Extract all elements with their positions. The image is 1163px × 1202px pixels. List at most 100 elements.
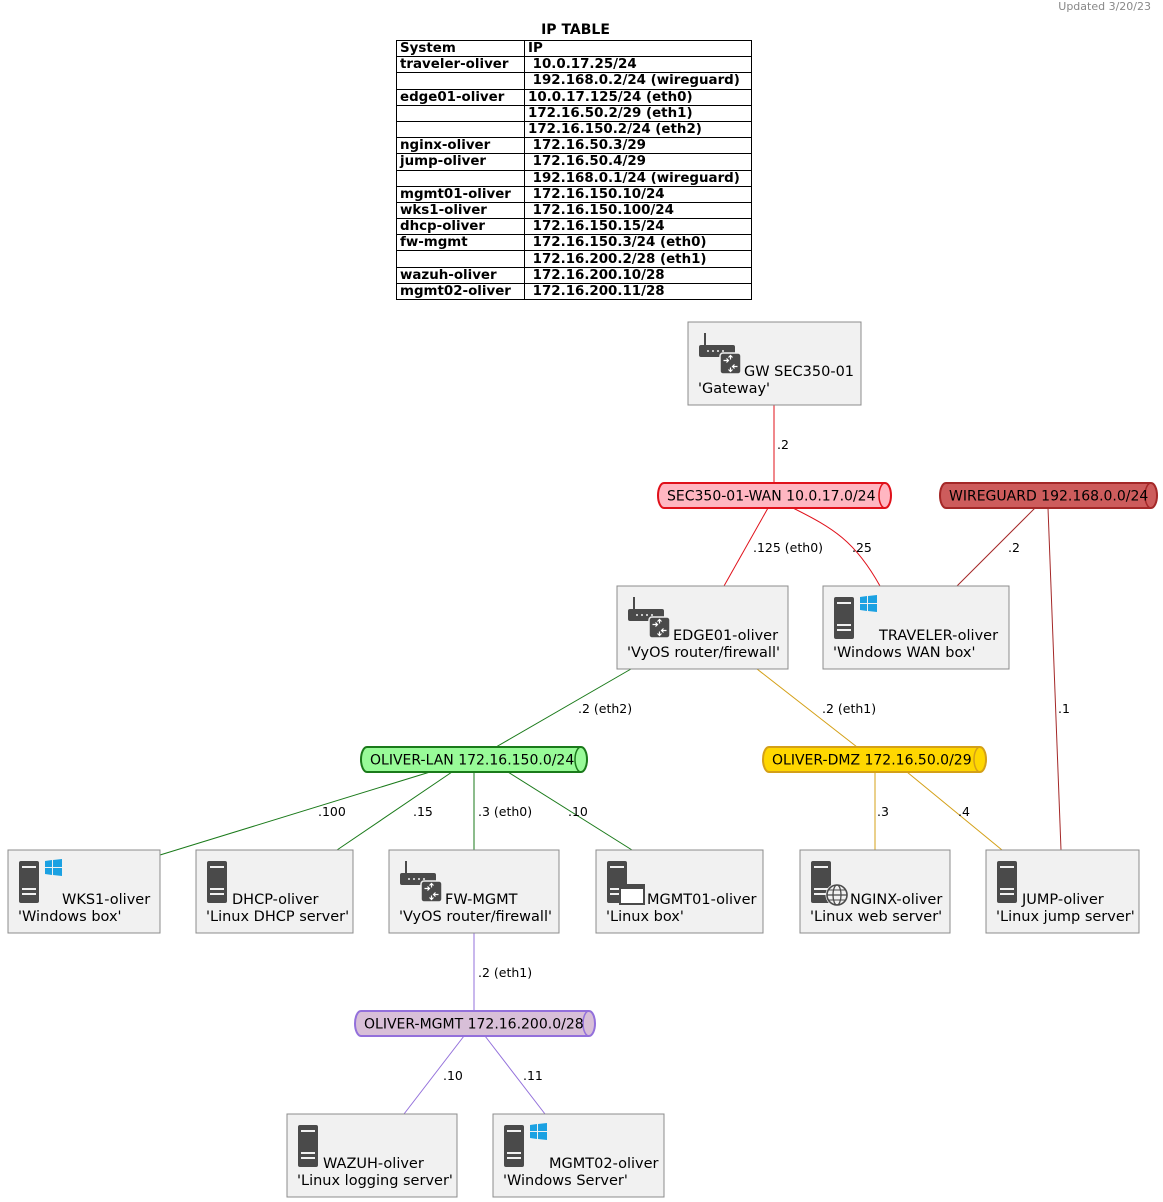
node-edge01: EDGE01-oliver'VyOS router/firewall' (616, 585, 789, 670)
router-icon (628, 597, 671, 639)
globe-icon (825, 883, 849, 907)
ip-cell: 192.168.0.2/24 (wireguard) (524, 72, 752, 90)
node-traveler: TRAVELER-oliver'Windows WAN box' (822, 585, 1010, 670)
node-description: 'Gateway' (698, 381, 770, 397)
ip-cell: 172.16.200.10/28 (524, 266, 752, 284)
node-gw: GW SEC350-01'Gateway' (687, 321, 862, 406)
node-name: JUMP-oliver (1021, 892, 1104, 908)
link-label-lan-dhcp: .15 (413, 804, 433, 819)
network-wan: SEC350-01-WAN 10.0.17.0/24 (657, 482, 892, 509)
node-mgmt01: MGMT01-oliver'Linux box' (595, 849, 764, 934)
network-lan: OLIVER-LAN 172.16.150.0/24 (360, 746, 588, 773)
network-mgmt: OLIVER-MGMT 172.16.200.0/28 (354, 1010, 596, 1037)
node-name: NGINX-oliver (850, 892, 942, 908)
network-label: OLIVER-LAN 172.16.150.0/24 (370, 753, 574, 769)
link-label-wan-edge: .125 (eth0) (753, 540, 823, 555)
link-wg-traveler (956, 507, 1036, 587)
node-name: FW-MGMT (445, 892, 518, 908)
ip-table-row: jump-oliver 172.16.50.4/29 (396, 153, 752, 171)
networks-layer: SEC350-01-WAN 10.0.17.0/24 WIREGUARD 192.… (354, 482, 1158, 1037)
server-icon (834, 597, 854, 639)
link-lan-mgmt01 (507, 771, 633, 851)
ip-cell: 10.0.17.125/24 (eth0) (524, 88, 752, 106)
network-label: OLIVER-DMZ 172.16.50.0/29 (772, 753, 972, 769)
network-label: OLIVER-MGMT 172.16.200.0/28 (364, 1017, 584, 1033)
node-description: 'Windows Server' (503, 1173, 628, 1189)
node-jump: JUMP-oliver'Linux jump server' (985, 849, 1140, 934)
node-wks1: WKS1-oliver'Windows box' (7, 849, 161, 934)
node-description: 'VyOS router/firewall' (627, 645, 780, 661)
edges-layer (159, 405, 1062, 1115)
node-description: 'Windows WAN box' (833, 645, 975, 661)
link-lan-dhcp (336, 771, 453, 851)
link-wan-traveler (792, 507, 881, 587)
link-label-edge-lan: .2 (eth2) (578, 701, 632, 716)
link-label-mgmt-mgmt02: .11 (523, 1068, 543, 1083)
updated-date: Updated 3/20/23 (1058, 0, 1151, 13)
server-icon (207, 861, 227, 903)
link-label-lan-fw: .3 (eth0) (478, 804, 532, 819)
link-lan-wks1 (159, 771, 431, 856)
link-wan-edge (723, 507, 769, 587)
node-wazuh: WAZUH-oliver'Linux logging server' (286, 1113, 458, 1198)
link-edge-lan (495, 668, 632, 748)
system-cell: fw-mgmt (396, 234, 525, 252)
window-icon (619, 884, 645, 905)
node-description: 'Windows box' (18, 909, 122, 925)
node-name: MGMT02-oliver (549, 1156, 658, 1172)
node-nginx: NGINX-oliver'Linux web server' (799, 849, 951, 934)
edge-labels-layer: .2.125 (eth0).25.2.1.2 (eth2).2 (eth1).1… (318, 437, 1070, 1083)
node-name: WKS1-oliver (62, 892, 150, 908)
server-icon (997, 861, 1017, 903)
ip-cell: 172.16.50.2/29 (eth1) (524, 104, 752, 122)
server-icon (504, 1125, 524, 1167)
ip-cell: 172.16.200.11/28 (524, 282, 752, 301)
link-label-lan-mgmt01: .10 (568, 804, 588, 819)
link-label-gw-wan: .2 (777, 437, 789, 452)
node-name: GW SEC350-01 (744, 364, 854, 380)
ip-table-title: IP TABLE (541, 22, 610, 38)
node-description: 'Linux web server' (810, 909, 942, 925)
windows-logo-icon (45, 859, 62, 876)
node-description: 'Linux logging server' (297, 1173, 453, 1189)
network-dmz: OLIVER-DMZ 172.16.50.0/29 (762, 746, 987, 773)
node-dhcp: DHCP-oliver'Linux DHCP server' (195, 849, 354, 934)
node-name: EDGE01-oliver (673, 628, 778, 644)
link-label-dmz-jump: .4 (958, 804, 970, 819)
network-label: SEC350-01-WAN 10.0.17.0/24 (667, 489, 876, 505)
link-label-wg-traveler: .2 (1008, 540, 1020, 555)
ip-table-row: mgmt02-oliver 172.16.200.11/28 (396, 282, 752, 301)
link-label-wan-traveler: .25 (852, 540, 872, 555)
ip-table-row: 172.16.150.2/24 (eth2) (396, 120, 752, 139)
node-name: DHCP-oliver (232, 892, 319, 908)
node-mgmt02: MGMT02-oliver'Windows Server' (492, 1113, 665, 1198)
link-label-dmz-nginx: .3 (877, 804, 889, 819)
link-label-wg-jump: .1 (1058, 701, 1070, 716)
node-name: TRAVELER-oliver (878, 628, 998, 644)
node-description: 'Linux DHCP server' (206, 909, 349, 925)
node-fwmgmt: FW-MGMT'VyOS router/firewall' (388, 849, 560, 934)
link-wg-jump (1047, 507, 1062, 851)
router-icon (400, 861, 443, 903)
node-description: 'Linux box' (606, 909, 684, 925)
node-name: MGMT01-oliver (647, 892, 756, 908)
ip-table-row: dhcp-oliver 172.16.150.15/24 (396, 218, 752, 236)
ip-cell: 172.16.150.15/24 (524, 218, 752, 236)
link-mgmt-wazuh (403, 1035, 465, 1115)
windows-logo-icon (530, 1123, 547, 1140)
ip-cell: 172.16.150.10/24 (524, 185, 752, 203)
ip-table-row: nginx-oliver 172.16.50.3/29 (396, 137, 752, 155)
ip-table-row: mgmt01-oliver 172.16.150.10/24 (396, 185, 752, 203)
link-label-mgmt-wazuh: .10 (443, 1068, 463, 1083)
network-label: WIREGUARD 192.168.0.0/24 (949, 489, 1148, 505)
router-icon (699, 333, 742, 375)
server-icon (19, 861, 39, 903)
link-dmz-jump (906, 771, 1003, 851)
server-icon (298, 1125, 318, 1167)
nodes-layer: GW SEC350-01'Gateway' EDGE01-oliver'VyOS … (7, 321, 1140, 1198)
ip-table-row: 172.16.200.2/28 (eth1) (396, 250, 752, 268)
